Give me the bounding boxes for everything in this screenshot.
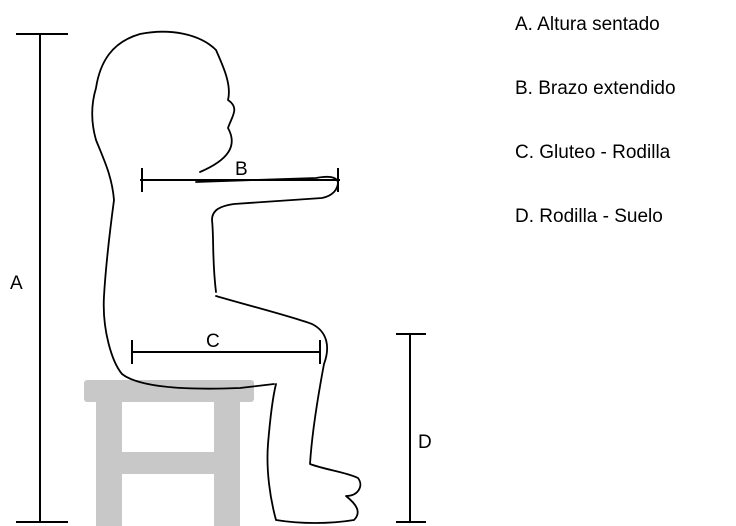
stool [84,380,254,526]
dimension-d: D [396,334,432,522]
legend-item-d: D. Rodilla - Suelo [515,202,676,266]
dimension-c-label: C [206,331,220,352]
child-arm-outline [196,177,338,292]
stool-leg-left [96,400,122,526]
dimension-b: B [140,159,340,192]
dimension-d-label: D [418,432,432,453]
dimension-a-label: A [10,273,23,294]
legend-item-b: B. Brazo extendido [515,74,676,138]
stool-crossbar [120,452,216,474]
child-back-outline [92,32,274,389]
stool-seat [84,380,254,402]
dimension-a: A [10,34,68,522]
dimension-c: C [132,331,320,364]
legend-item-a: A. Altura sentado [515,10,676,74]
stool-leg-right [214,400,240,526]
dimension-b-label: B [235,159,248,180]
legend-item-c: C. Gluteo - Rodilla [515,138,676,202]
measurement-legend: A. Altura sentado B. Brazo extendido C. … [515,10,676,266]
